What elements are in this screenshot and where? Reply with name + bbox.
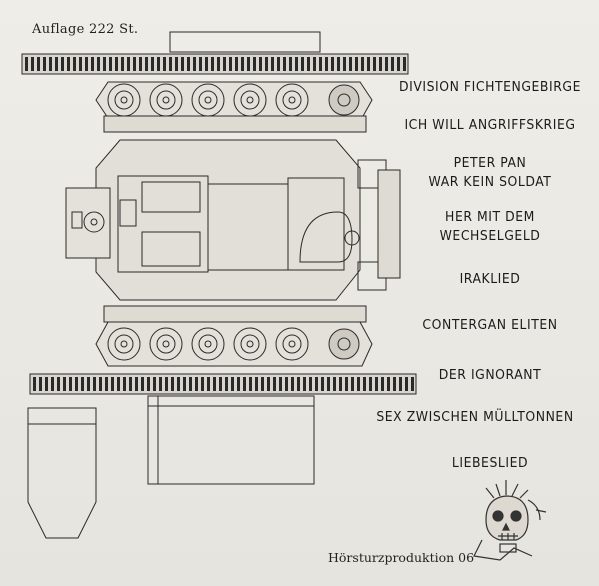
track-item: HER MIT DEM WECHSELGELD	[439, 209, 541, 244]
track-item: DIVISION FICHTENGEBIRGE	[399, 79, 581, 95]
skull-logo-icon	[473, 480, 547, 561]
track-item: SEX ZWISCHEN MÜLLTONNEN	[376, 409, 574, 425]
track-item: DER IGNORANT	[438, 367, 542, 383]
track-item: CONTERGAN ELITEN	[422, 317, 558, 333]
track-item: LIEBESLIED	[451, 455, 529, 471]
edition-note: Auflage 222 St.	[32, 22, 139, 37]
track-item: PETER PAN WAR KEIN SOLDAT	[428, 155, 552, 190]
track-item: IRAKLIED	[459, 271, 521, 287]
track-item: ICH WILL ANGRIFFSKRIEG	[404, 117, 576, 133]
label-name: Hörsturzproduktion 06	[328, 550, 475, 565]
